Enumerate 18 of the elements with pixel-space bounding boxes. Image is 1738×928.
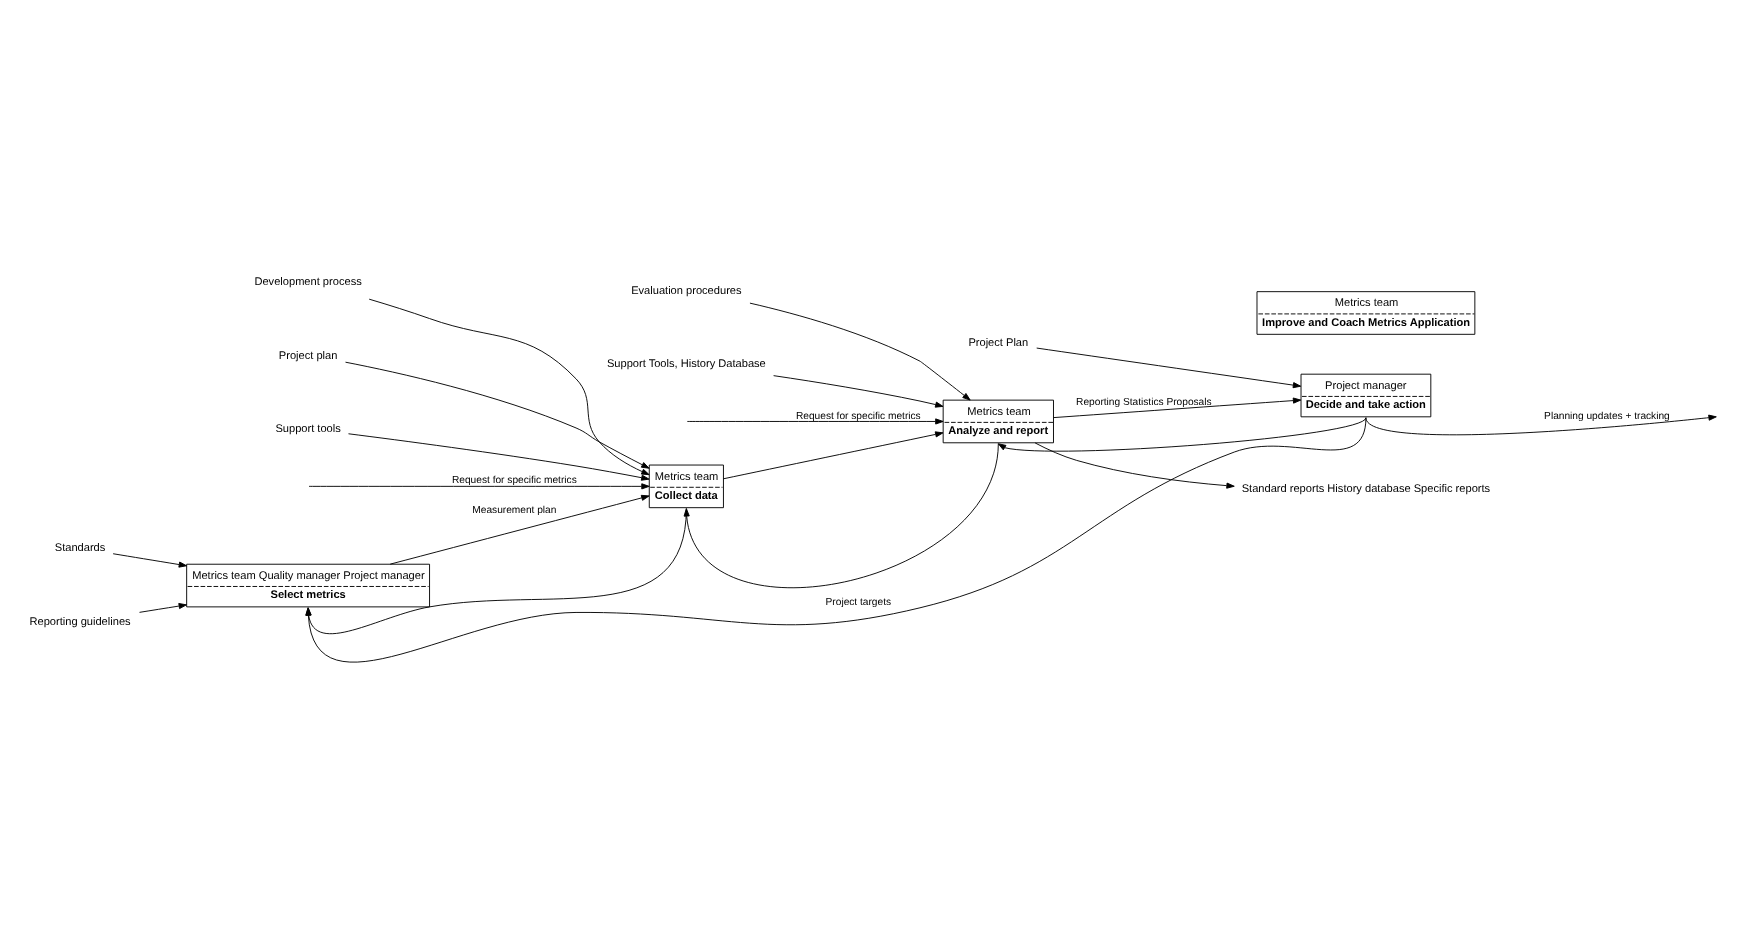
arrow: [749, 302, 971, 401]
arrow: [1034, 442, 1235, 489]
arrow: [348, 433, 650, 481]
arrow: [389, 494, 650, 565]
arrow: [1053, 397, 1302, 419]
arrow: [345, 361, 650, 469]
arrow: [997, 417, 1367, 452]
arrow: [773, 375, 944, 408]
arrow: [308, 483, 650, 490]
arrow: [1036, 347, 1302, 389]
arrow: [139, 603, 187, 613]
arrow: [112, 553, 188, 568]
arrow: [686, 418, 944, 425]
arrow: [305, 417, 1367, 663]
arrow: [723, 431, 944, 480]
arrow: [368, 298, 650, 476]
arrow: [683, 443, 999, 588]
arrow: [1365, 414, 1717, 436]
